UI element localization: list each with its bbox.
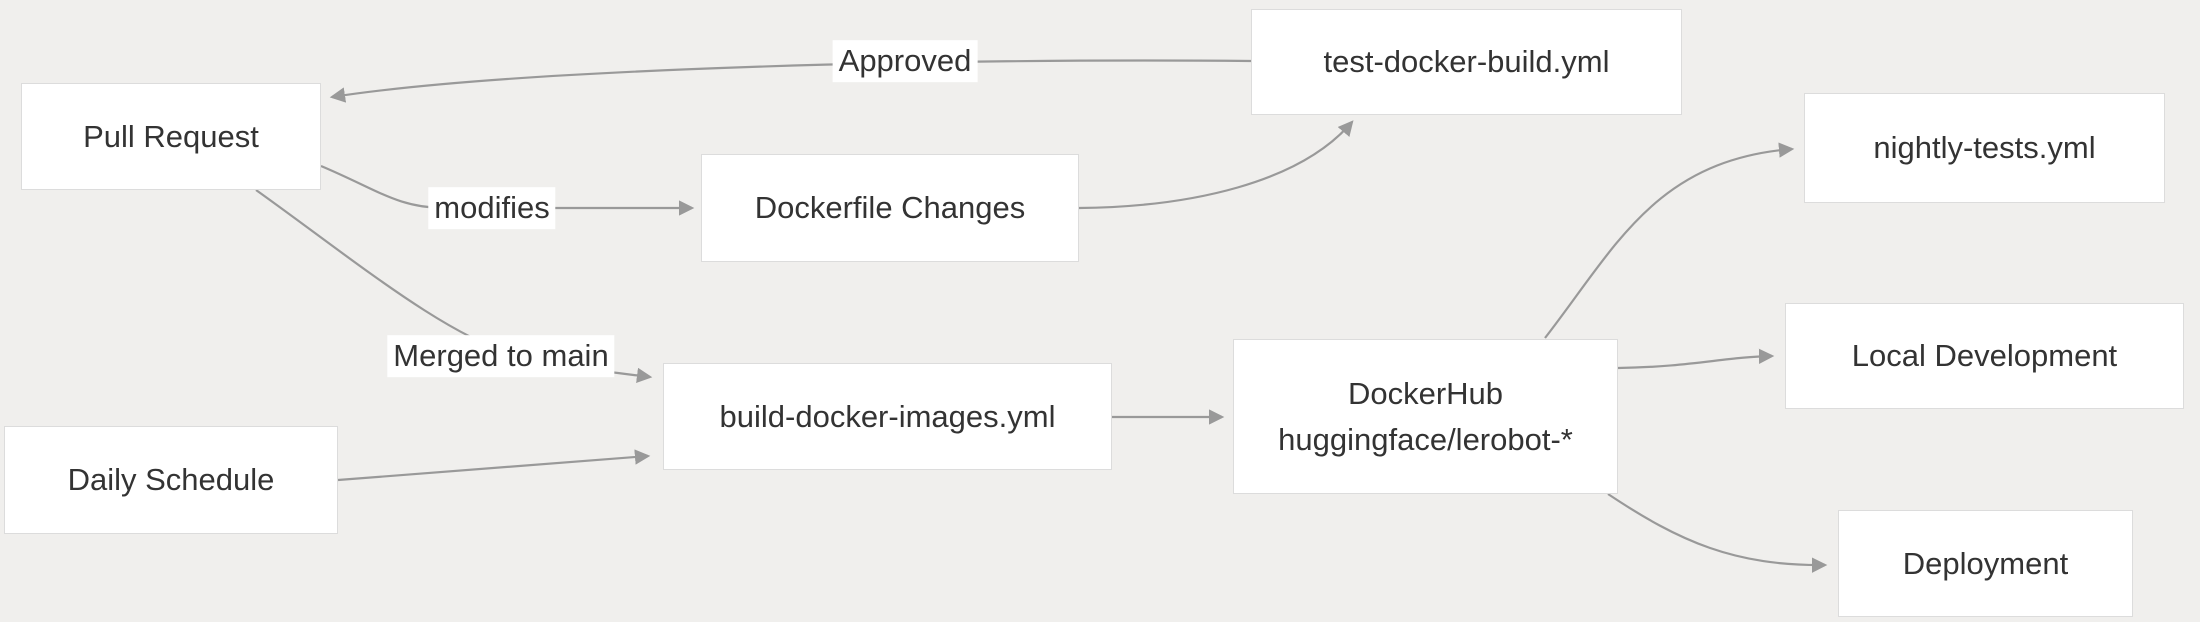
edge-label-pr-merged-build: Merged to main — [387, 335, 615, 377]
node-local-development: Local Development — [1785, 303, 2184, 409]
node-build-docker-images: build-docker-images.yml — [663, 363, 1112, 470]
node-label-line: Deployment — [1902, 545, 2069, 581]
node-label-line: nightly-tests.yml — [1873, 130, 2096, 165]
edge-dockerfile-test — [1078, 120, 1354, 210]
node-label-line: DockerHub — [1347, 375, 1504, 411]
node-label-line: test-docker-build.yml — [1323, 44, 1610, 79]
edge-dockerhub-deployment — [1607, 493, 1828, 573]
node-dockerhub: DockerHub huggingface/lerobot-* — [1233, 339, 1618, 494]
node-deployment: Deployment — [1838, 510, 2133, 617]
node-label-line: Dockerfile Changes — [754, 190, 1026, 225]
edge-label-pr-modifies-dockerfile: modifies — [428, 187, 556, 229]
node-daily-schedule: Daily Schedule — [4, 426, 338, 534]
node-label-line: Pull Request — [83, 118, 259, 154]
node-label-line: Local Development — [1851, 338, 2118, 373]
node-dockerfile-changes: Dockerfile Changes — [701, 154, 1079, 262]
node-test-docker-build: test-docker-build.yml — [1251, 9, 1682, 115]
node-label-line: Daily Schedule — [67, 462, 275, 497]
node-label-line: build-docker-images.yml — [719, 398, 1056, 434]
edge-dockerhub-nightly — [1544, 142, 1795, 339]
node-label-line: huggingface/lerobot-* — [1278, 421, 1573, 457]
edge-label-test-approved-pr: Approved — [832, 40, 978, 82]
edge-dockerhub-local — [1617, 348, 1775, 370]
edge-daily-build — [337, 449, 651, 482]
node-nightly-tests: nightly-tests.yml — [1804, 93, 2165, 203]
edge-test-approved-pr — [329, 59, 1252, 103]
node-pull-request: Pull Request — [21, 83, 321, 190]
